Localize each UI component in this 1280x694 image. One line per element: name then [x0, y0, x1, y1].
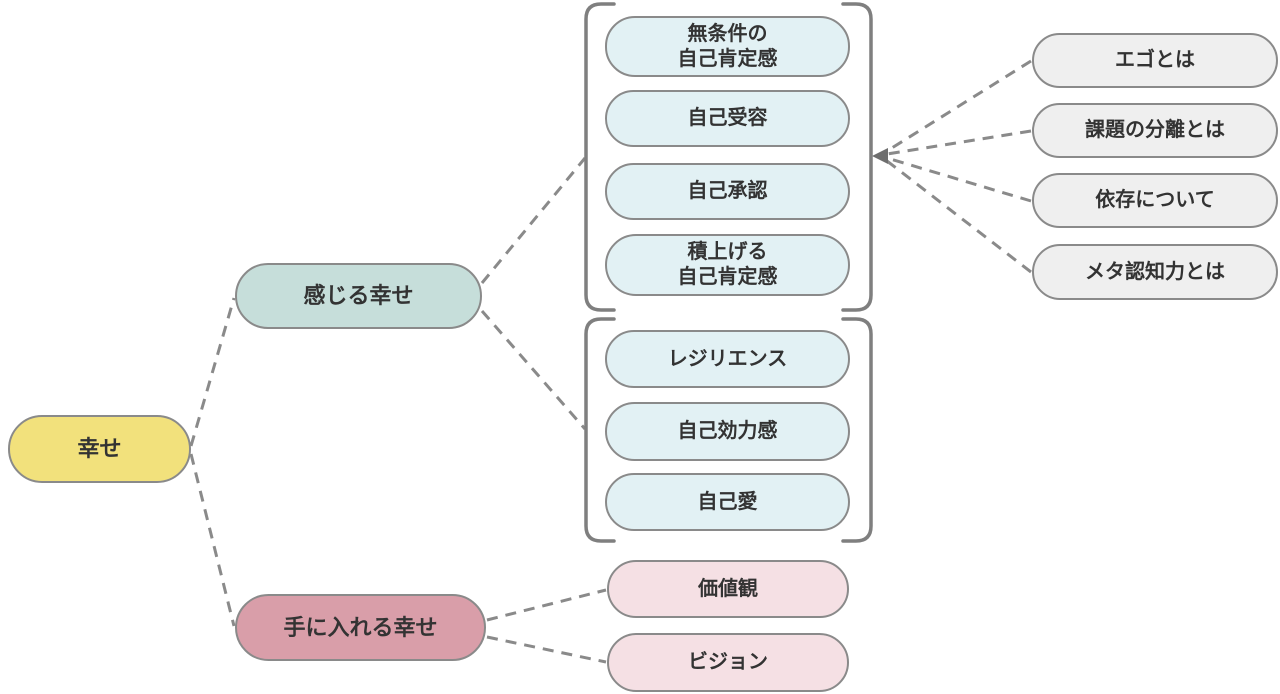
connector-root-to-feel	[189, 297, 236, 447]
connector-ego-to-group1	[886, 59, 1032, 153]
node-topic-metacognition: メタ認知力とは	[1032, 244, 1278, 300]
converge-arrow-icon	[872, 148, 888, 164]
connector-obtain-to-values	[486, 588, 607, 622]
node-branch-obtain: 手に入れる幸せ	[235, 594, 486, 661]
node-self-efficacy: 自己効力感	[605, 402, 850, 461]
connector-feel-to-group2	[480, 310, 587, 430]
node-unconditional-self-esteem: 無条件の 自己肯定感	[605, 16, 850, 77]
node-self-approval: 自己承認	[605, 163, 850, 220]
node-topic-dependence: 依存について	[1032, 173, 1278, 228]
node-branch-feel: 感じる幸せ	[235, 263, 482, 329]
node-root-shiawase: 幸せ	[8, 415, 191, 483]
node-resilience: レジリエンス	[605, 330, 850, 388]
connector-feel-to-group1	[480, 157, 587, 284]
connector-kadai-to-group1	[886, 129, 1032, 156]
connector-meta-to-group1	[886, 159, 1032, 274]
connector-obtain-to-vision	[486, 635, 607, 664]
node-self-love: 自己愛	[605, 473, 850, 531]
connector-root-to-obtain	[189, 453, 236, 627]
node-topic-ego: エゴとは	[1032, 33, 1278, 88]
node-topic-task-separation: 課題の分離とは	[1032, 103, 1278, 158]
node-vision: ビジョン	[607, 633, 849, 692]
node-values: 価値観	[607, 560, 849, 618]
node-built-up-self-esteem: 積上げる 自己肯定感	[605, 234, 850, 296]
connector-izon-to-group1	[886, 156, 1032, 203]
node-self-acceptance: 自己受容	[605, 90, 850, 147]
